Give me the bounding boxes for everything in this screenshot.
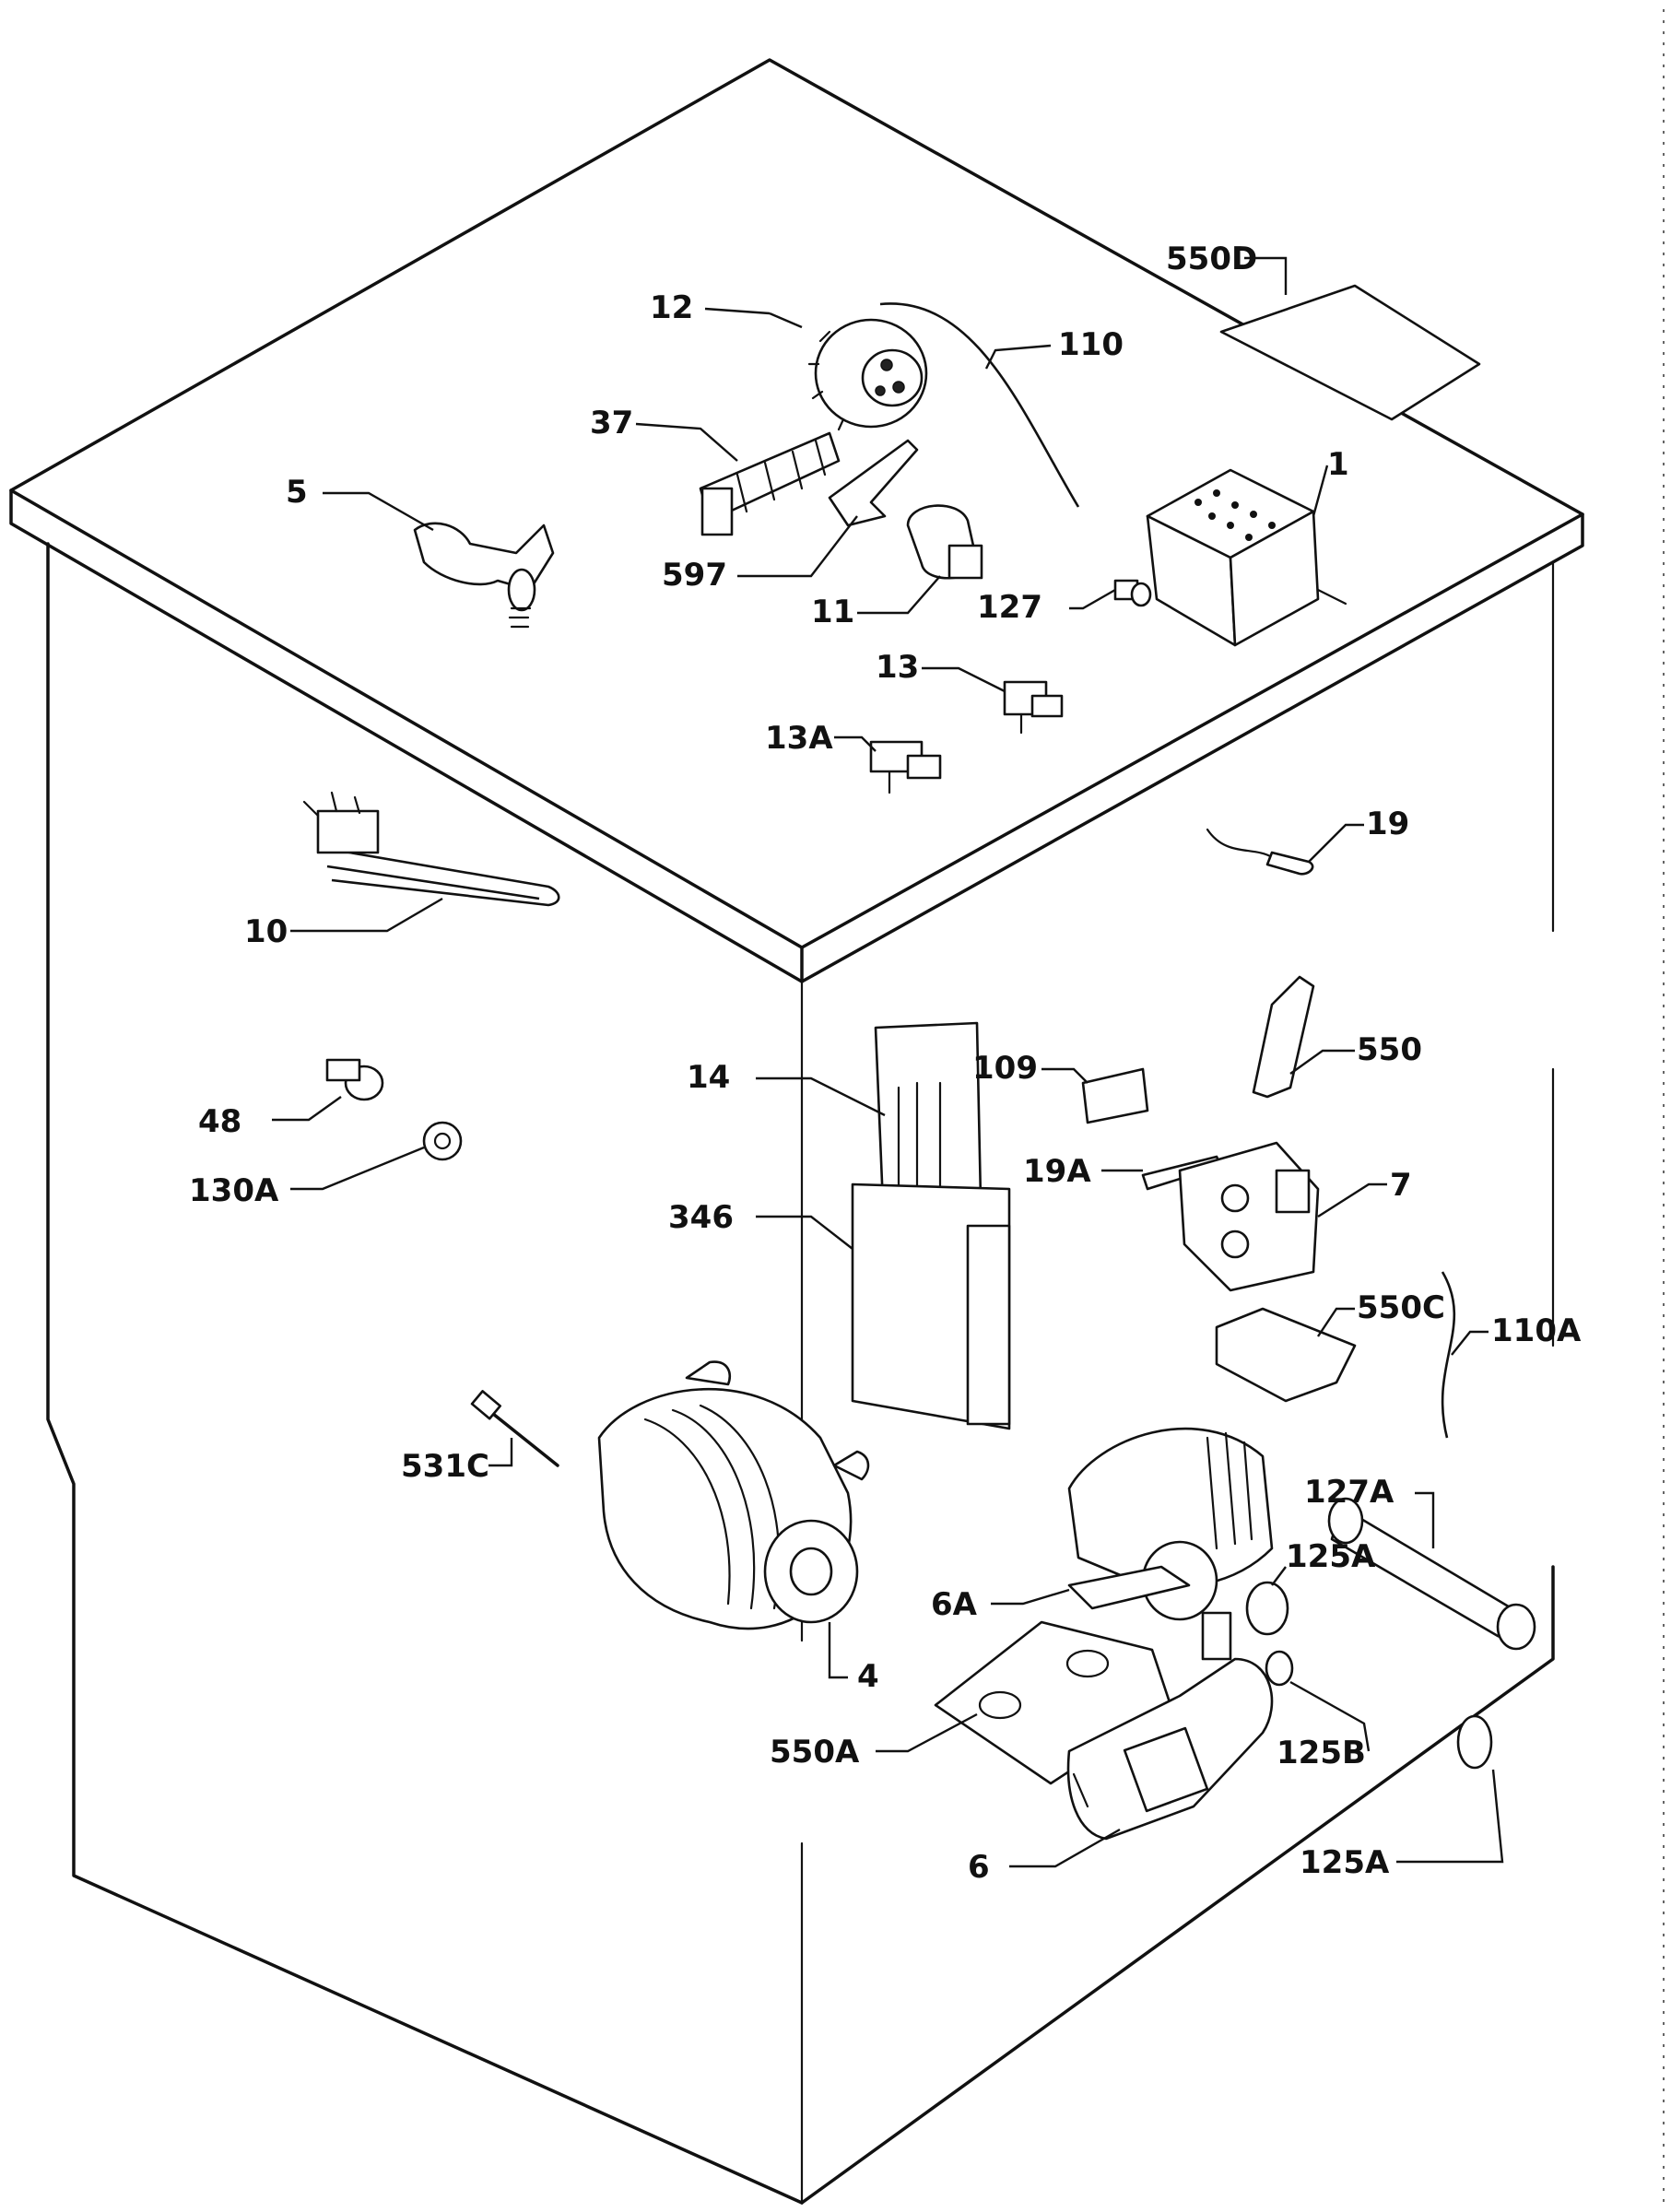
part-125a-ring-lower bbox=[1456, 1714, 1493, 1770]
label-127: 127 bbox=[977, 589, 1042, 626]
part-5-pressure-switch bbox=[413, 522, 555, 629]
label-550d: 550D bbox=[1166, 241, 1257, 277]
part-346-dispenser-housing bbox=[851, 1182, 1011, 1430]
part-597-lever bbox=[828, 439, 919, 527]
label-7: 7 bbox=[1390, 1167, 1412, 1204]
part-127a-pipe bbox=[1327, 1497, 1536, 1651]
label-5: 5 bbox=[286, 474, 308, 511]
part-127-connector bbox=[1113, 579, 1152, 607]
label-125a-lower: 125A bbox=[1300, 1844, 1390, 1881]
label-10: 10 bbox=[244, 913, 288, 950]
label-130a: 130A bbox=[189, 1172, 279, 1209]
label-37: 37 bbox=[590, 405, 633, 441]
label-12: 12 bbox=[650, 289, 693, 326]
label-19: 19 bbox=[1366, 806, 1409, 842]
label-11: 11 bbox=[811, 594, 854, 630]
part-13-connector bbox=[1003, 680, 1064, 735]
part-125b-ring bbox=[1265, 1650, 1294, 1687]
label-110a: 110A bbox=[1491, 1312, 1582, 1349]
label-127a: 127A bbox=[1304, 1474, 1394, 1511]
label-6a: 6A bbox=[931, 1586, 978, 1623]
part-531c-screw bbox=[470, 1390, 559, 1467]
cabinet-outline bbox=[9, 58, 1584, 2205]
label-13a: 13A bbox=[765, 720, 833, 757]
part-6a-plate bbox=[1067, 1565, 1191, 1610]
part-12-timer-dial bbox=[807, 318, 928, 431]
label-48: 48 bbox=[198, 1103, 241, 1140]
label-550c: 550C bbox=[1357, 1289, 1445, 1326]
part-48-indicator-lamp bbox=[325, 1058, 384, 1101]
part-550c-bracket bbox=[1215, 1307, 1357, 1403]
label-125b: 125B bbox=[1277, 1735, 1366, 1771]
label-550: 550 bbox=[1357, 1031, 1422, 1068]
label-4: 4 bbox=[857, 1658, 879, 1695]
label-14: 14 bbox=[687, 1059, 730, 1096]
part-110-cable bbox=[879, 302, 1080, 508]
part-37-switch-block bbox=[699, 431, 841, 536]
part-13a-connector bbox=[869, 740, 942, 794]
part-10-heating-element bbox=[302, 791, 560, 907]
part-130a-nut bbox=[422, 1121, 463, 1161]
part-110a-hose bbox=[1441, 1271, 1456, 1439]
label-110: 110 bbox=[1058, 326, 1124, 363]
label-6: 6 bbox=[968, 1849, 990, 1886]
part-4-motor bbox=[597, 1360, 870, 1630]
part-7-door-lock bbox=[1178, 1141, 1320, 1292]
label-346: 346 bbox=[668, 1199, 734, 1236]
part-labels: 12 110 550D 37 5 1 597 11 127 13 13A 19 … bbox=[189, 241, 1582, 1886]
leader-lines bbox=[272, 256, 1504, 1868]
label-531c: 531C bbox=[401, 1448, 489, 1485]
part-125a-ring-upper bbox=[1245, 1581, 1289, 1636]
label-550a: 550A bbox=[770, 1734, 860, 1771]
part-11-capacitor bbox=[906, 504, 983, 580]
part-550-lock-lever bbox=[1252, 975, 1315, 1099]
part-19-temperature-sensor bbox=[1206, 828, 1314, 876]
label-597: 597 bbox=[662, 557, 727, 594]
label-19a: 19A bbox=[1023, 1153, 1091, 1190]
part-6-drain-pump bbox=[1066, 1611, 1274, 1841]
part-109-clip bbox=[1081, 1067, 1149, 1124]
part-1-electronic-module bbox=[1146, 468, 1347, 647]
label-13: 13 bbox=[876, 649, 919, 686]
label-1: 1 bbox=[1327, 446, 1349, 483]
part-550d-cover-plate bbox=[1219, 284, 1481, 421]
label-109: 109 bbox=[972, 1050, 1038, 1087]
label-125a-upper: 125A bbox=[1286, 1538, 1376, 1575]
